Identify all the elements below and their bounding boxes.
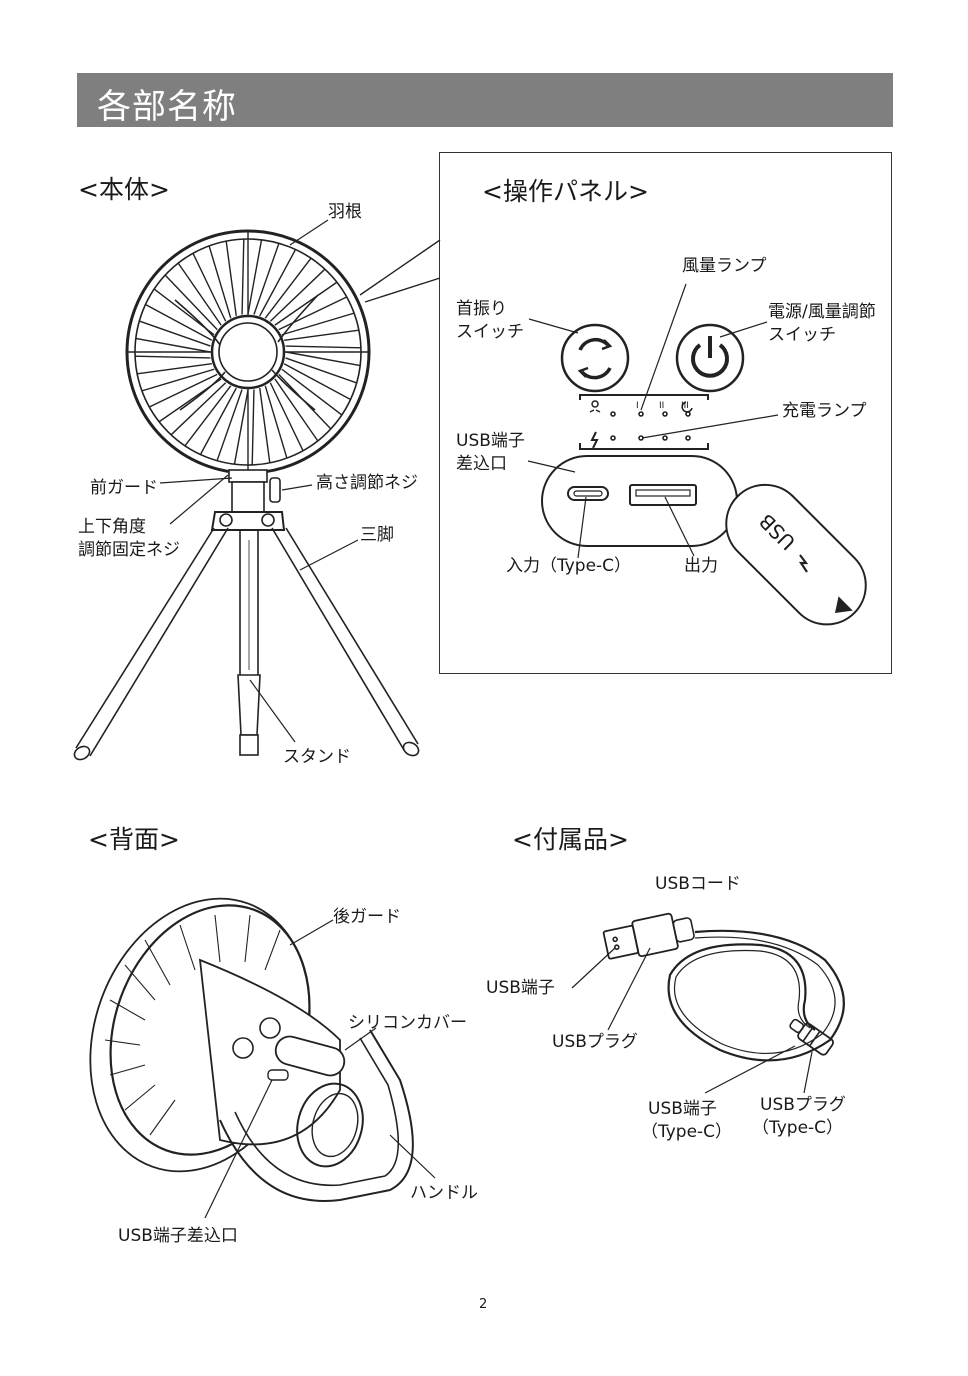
- guard-spoke: [252, 390, 254, 465]
- label-usb-slot-back: USB端子差込口: [118, 1225, 238, 1248]
- power-button-illustration: [677, 325, 743, 391]
- label-stand: スタンド: [283, 746, 351, 769]
- guard-spoke: [248, 240, 262, 314]
- guard-spoke: [165, 275, 217, 330]
- guard-spoke: [149, 374, 217, 407]
- usb-cord-illustration: [602, 909, 843, 1060]
- label-usb-terminal-c-line1: USB端子: [648, 1098, 717, 1121]
- label-tripod: 三脚: [360, 524, 394, 547]
- label-swing-switch-line1: 首振り: [456, 298, 507, 321]
- guard-spoke: [265, 386, 287, 458]
- label-input-type-c: 入力（Type-C）: [506, 555, 631, 578]
- usb-port-panel: [542, 456, 737, 546]
- label-blade: 羽根: [328, 201, 362, 224]
- label-handle: ハンドル: [410, 1182, 478, 1205]
- label-usb-slot-line2: 差込口: [456, 453, 507, 476]
- guard-spoke: [226, 241, 236, 316]
- guard-spoke: [286, 352, 360, 366]
- label-usb-terminal: USB端子: [486, 977, 555, 1000]
- guard-spoke: [209, 246, 231, 318]
- label-usb-terminal-c-line2: （Type-C）: [641, 1121, 732, 1144]
- label-swing-switch-line2: スイッチ: [456, 321, 524, 344]
- guard-spoke: [275, 282, 337, 325]
- label-usb-slot-line1: USB端子: [456, 430, 525, 453]
- label-silicone-cover: シリコンカバー: [348, 1012, 467, 1035]
- label-usb-plug-c-line1: USBプラグ: [760, 1094, 846, 1117]
- guard-spoke: [270, 383, 303, 451]
- guard-spoke: [135, 356, 210, 358]
- label-rear-guard: 後ガード: [333, 906, 401, 929]
- guard-spoke: [142, 369, 214, 391]
- label-wind-lamp: 風量ランプ: [682, 255, 767, 278]
- lamp-mark-1: I: [636, 395, 639, 418]
- guard-spoke: [279, 297, 347, 330]
- lamp-mark-2: II: [659, 395, 664, 418]
- label-angle-screw-line2: 調節固定ネジ: [78, 539, 180, 562]
- guard-spoke: [260, 388, 270, 463]
- lamp-mark-3: III: [681, 395, 689, 418]
- swing-button-illustration: [562, 325, 628, 391]
- guard-spoke: [137, 364, 212, 374]
- label-usb-cord: USBコード: [655, 873, 741, 896]
- zoom-line-top: [360, 240, 440, 295]
- guard-spoke: [178, 263, 221, 325]
- label-angle-screw-line1: 上下角度: [78, 516, 146, 539]
- page-number: 2: [479, 1297, 487, 1312]
- label-front-guard: 前ガード: [90, 477, 158, 500]
- label-power-switch-line2: スイッチ: [768, 324, 836, 347]
- guard-spoke: [193, 253, 226, 321]
- zoom-line-bottom: [365, 278, 440, 302]
- label-power-switch-line1: 電源/風量調節: [768, 301, 876, 324]
- label-usb-plug-c-line2: （Type-C）: [752, 1117, 843, 1140]
- guard-spoke: [286, 346, 361, 348]
- guard-spoke: [171, 383, 226, 435]
- label-output: 出力: [684, 555, 718, 578]
- guard-spoke: [284, 330, 359, 340]
- fan-head-illustration: [127, 231, 369, 473]
- guard-spoke: [234, 390, 248, 464]
- label-height-screw: 高さ調節ネジ: [316, 472, 418, 495]
- label-charge-lamp: 充電ランプ: [782, 400, 867, 423]
- guard-spoke: [242, 239, 244, 314]
- label-usb-plug: USBプラグ: [552, 1031, 638, 1054]
- tripod-illustration: [72, 528, 421, 762]
- guard-spoke: [136, 338, 210, 352]
- guard-spoke: [275, 379, 318, 441]
